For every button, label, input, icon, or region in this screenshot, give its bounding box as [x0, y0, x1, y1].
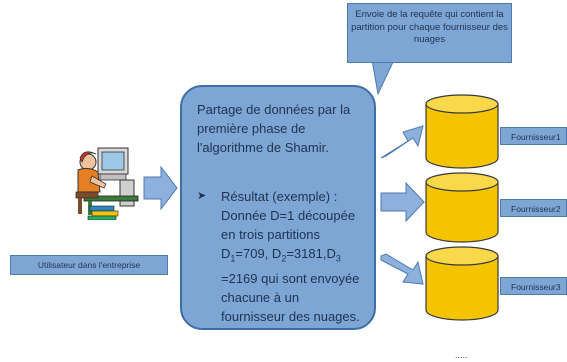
provider-3-database-icon: [425, 246, 499, 321]
arrow-to-provider-2: [380, 182, 425, 222]
sharing-description: Partage de données par la première phase…: [197, 102, 351, 155]
request-callout: Envoie de la requête qui contient la par…: [347, 3, 512, 63]
secret-sharing-box: Partage de données par la première phase…: [180, 85, 376, 330]
more-providers-ellipsis: .....: [455, 350, 468, 360]
provider-2-label: Fournisseur2: [500, 199, 567, 217]
arrow-user-to-process: [143, 166, 178, 210]
bullet-arrow-icon: ➤: [197, 190, 207, 202]
result-text: Résultat (exemple) : Donnée D=1 découpée…: [221, 187, 361, 326]
partition-d1: D1=709,: [221, 246, 272, 264]
user-label: Utilisateur dans l'entreprise: [10, 255, 168, 275]
partition-d3: D3: [326, 246, 341, 264]
result-line-1: Résultat (exemple) : Donnée D=1 découpée…: [221, 189, 356, 242]
provider-1-database-icon: [425, 94, 499, 169]
arrow-to-provider-3: [380, 253, 424, 285]
callout-text: Envoie de la requête qui contient la par…: [351, 9, 508, 45]
provider-3-label: Fournisseur3: [500, 277, 567, 295]
arrow-to-provider-1: [380, 125, 424, 159]
result-line-2: =2169 qui sont envoyée chacune à un four…: [221, 270, 360, 324]
user-computer-icon: [75, 147, 139, 220]
partition-d2: D2=3181,: [271, 246, 327, 264]
provider-1-label: Fournisseur1: [500, 127, 567, 145]
provider-2-database-icon: [425, 172, 499, 243]
